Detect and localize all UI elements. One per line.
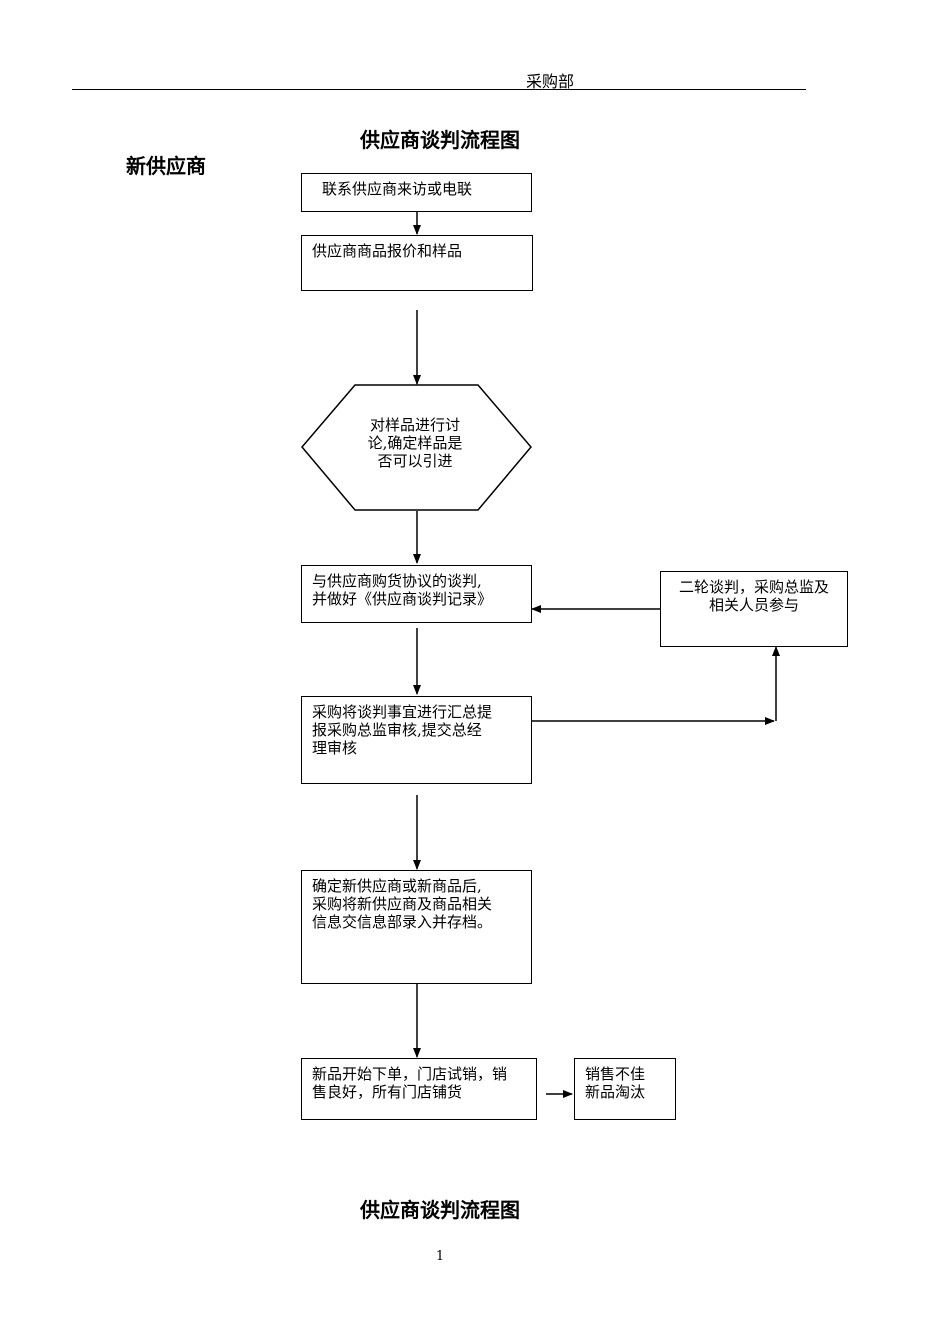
step-contact: 联系供应商来访或电联 <box>301 173 532 212</box>
step-trial: 新品开始下单，门店试销，销 售良好，所有门店铺货 <box>301 1058 537 1120</box>
page-number: 1 <box>435 1249 445 1264</box>
side-title: 新供应商 <box>126 154 206 178</box>
footer-title: 供应商谈判流程图 <box>360 1198 520 1222</box>
department-header: 采购部 <box>525 72 574 91</box>
step-eliminate: 销售不佳 新品淘汰 <box>574 1058 676 1120</box>
page-title: 供应商谈判流程图 <box>360 128 520 152</box>
header-rule <box>72 89 806 90</box>
step-quote: 供应商商品报价和样品 <box>301 235 533 291</box>
step-summary: 采购将谈判事宜进行汇总提 报采购总监审核,提交总经 理审核 <box>301 696 532 784</box>
step-negotiate: 与供应商购货协议的谈判, 并做好《供应商谈判记录》 <box>301 565 532 623</box>
decision-text: 对样品进行讨 论,确定样品是 否可以引进 <box>367 416 463 470</box>
step-confirm: 确定新供应商或新商品后, 采购将新供应商及商品相关 信息交信息部录入并存档。 <box>301 870 532 984</box>
step-second-round: 二轮谈判，采购总监及 相关人员参与 <box>660 571 848 647</box>
decision-hexagon <box>301 384 532 511</box>
